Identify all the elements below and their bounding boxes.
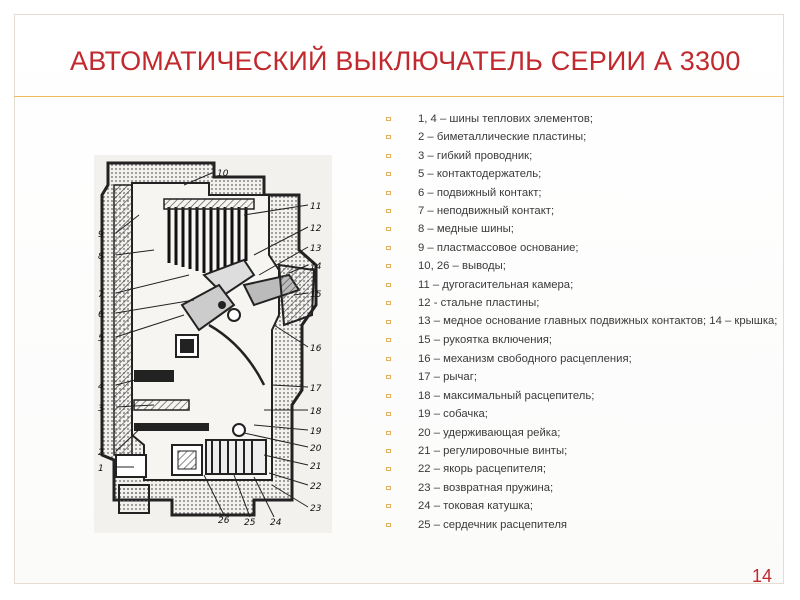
- bullet-icon: [386, 245, 391, 250]
- page-number: 14: [752, 566, 773, 586]
- diagram-label: 10: [217, 169, 229, 179]
- diagram-label: 21: [310, 462, 321, 472]
- legend-item: 18 – максимальный расцепитель;: [386, 387, 786, 405]
- bullet-icon: [386, 430, 391, 435]
- title-divider: [14, 96, 784, 97]
- bullet-icon: [386, 172, 391, 177]
- legend-item: 8 – медные шины;: [386, 220, 786, 238]
- legend-item: 13 – медное основание главных подвижных …: [386, 312, 786, 331]
- bullet-icon: [386, 301, 391, 306]
- bullet-icon: [386, 117, 391, 121]
- diagram-label: 20: [310, 444, 322, 454]
- circuit-breaker-diagram: 10 11 12 13 14 15 9 8 7 6 5 16 4 3 17 18…: [94, 155, 332, 533]
- bullet-icon: [386, 153, 391, 158]
- diagram-label: 22: [310, 482, 322, 492]
- diagram-label: 12: [310, 224, 322, 234]
- diagram-label: 14: [310, 262, 322, 272]
- diagram-label: 15: [310, 290, 322, 300]
- bullet-icon: [386, 467, 391, 472]
- bullet-icon: [386, 227, 391, 232]
- legend-item: 12 - стальне пластины;: [386, 294, 786, 312]
- diagram-label: 2: [98, 448, 104, 458]
- diagram-label: 6: [98, 310, 104, 320]
- legend-item: 9 – пластмассовое основание;: [386, 239, 786, 257]
- diagram-label: 24: [270, 518, 282, 528]
- legend-item: 20 – удерживающая рейка;: [386, 424, 786, 442]
- legend-item: 19 – собачка;: [386, 405, 786, 423]
- diagram-label: 5: [98, 334, 104, 344]
- bullet-icon: [386, 504, 391, 509]
- diagram-label: 13: [310, 244, 322, 254]
- bullet-icon: [386, 393, 391, 398]
- legend-item: 17 – рычаг;: [386, 368, 786, 386]
- legend-item: 15 – рукоятка включения;: [386, 331, 786, 349]
- diagram-label: 19: [310, 427, 322, 437]
- bullet-icon: [386, 448, 391, 453]
- legend-item: 23 – возвратная пружина;: [386, 479, 786, 497]
- diagram-label: 4: [98, 382, 104, 392]
- legend-item: 16 – механизм свободного расцепления;: [386, 350, 786, 368]
- diagram-label: 16: [310, 344, 322, 354]
- legend-item: 22 – якорь расцепителя;: [386, 460, 786, 478]
- legend-item: 3 – гибкий проводник;: [386, 147, 786, 165]
- bullet-icon: [386, 135, 391, 140]
- bullet-icon: [386, 320, 391, 325]
- diagram-label: 8: [98, 252, 104, 262]
- diagram-label: 1: [98, 464, 104, 474]
- diagram-label: 11: [310, 202, 321, 212]
- diagram-label: 23: [310, 504, 322, 514]
- legend-item: 11 – дугогасительная камера;: [386, 276, 786, 294]
- legend-item: 25 – сердечник расцепителя: [386, 516, 786, 534]
- bullet-icon: [386, 485, 391, 490]
- bullet-icon: [386, 209, 391, 214]
- legend-item: 10, 26 – выводы;: [386, 257, 786, 275]
- bullet-icon: [386, 282, 391, 287]
- bullet-icon: [386, 375, 391, 380]
- bullet-icon: [386, 412, 391, 417]
- bullet-icon: [386, 338, 391, 343]
- slide-title: АВТОМАТИЧЕСКИЙ ВЫКЛЮЧАТЕЛЬ СЕРИИ А 3300: [70, 46, 741, 76]
- legend-item: 6 – подвижный контакт;: [386, 184, 786, 202]
- diagram-label: 3: [98, 404, 104, 414]
- diagram-label: 17: [310, 384, 322, 394]
- legend-item: 1, 4 – шины теплових элементов;: [386, 110, 786, 128]
- diagram-label: 26: [218, 516, 230, 526]
- legend-item: 2 – биметаллические пластины;: [386, 128, 786, 146]
- legend-item: 24 – токовая катушка;: [386, 497, 786, 515]
- legend-item: 7 – неподвижный контакт;: [386, 202, 786, 220]
- bullet-icon: [386, 522, 391, 527]
- legend-item: 21 – регулировочные винты;: [386, 442, 786, 460]
- legend-item: 5 – контактодержатель;: [386, 165, 786, 183]
- bullet-icon: [386, 356, 391, 361]
- bullet-icon: [386, 190, 391, 195]
- diagram-label: 7: [98, 290, 104, 300]
- legend-list: 1, 4 – шины теплових элементов; 2 – биме…: [386, 110, 786, 534]
- diagram-label: 25: [244, 518, 256, 528]
- diagram-label: 9: [98, 230, 104, 240]
- diagram-label: 18: [310, 407, 322, 417]
- bullet-icon: [386, 264, 391, 269]
